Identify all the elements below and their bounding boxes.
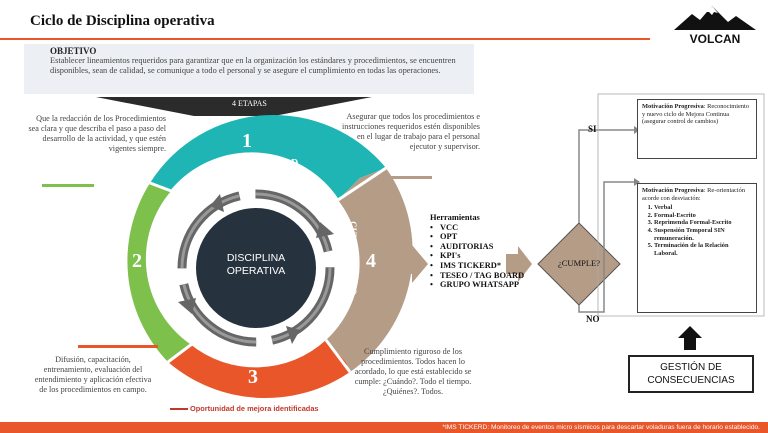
etapas-funnel (96, 97, 372, 116)
tool-item: AUDITORIAS (430, 242, 524, 252)
mp2-item: Reprimenda Formal-Escrito (654, 219, 752, 227)
tool-item: TESEO / TAG BOARD (430, 271, 524, 281)
stage-1-number: 1 (242, 130, 252, 152)
etapas-label: 4 ETAPAS (232, 99, 267, 108)
stage-4-name: CUMPLIMIENTO (348, 221, 358, 295)
orange-divider (78, 345, 158, 348)
objective-box (24, 44, 474, 94)
tool-item: OPT (430, 232, 524, 242)
center-disc (196, 208, 316, 328)
mp1-title: Motivación Progresiva (642, 103, 704, 110)
capacitacion-text: Difusión, capacitación, entrenamiento, e… (34, 355, 152, 394)
center-text: DISCIPLINA OPERATIVA (206, 252, 306, 278)
page-title: Ciclo de Disciplina operativa (30, 13, 215, 29)
segment-calidad (127, 183, 190, 362)
taupe-divider (384, 176, 432, 179)
stage-2-name: CALIDAD (152, 237, 162, 280)
decision-label: ¿CUMPLE? (557, 258, 601, 268)
segment-disponibilidad (150, 114, 386, 200)
arrow-to-tools (397, 245, 428, 283)
stage-3-name: CAPACITACIÓN (217, 348, 295, 359)
tool-item: VCC (430, 223, 524, 233)
segment-capacitacion (168, 340, 350, 399)
tool-item: IMS TICKERD* (430, 261, 524, 271)
cumplimiento-text: Asegurar que todos los procedimientos e … (341, 112, 480, 151)
stage-4-number: 4 (366, 250, 376, 272)
mp2-item: Suspensión Temporal SIN remuneración. (654, 227, 752, 242)
disponibilidad-text: Que la redacción de los Procedimientos s… (28, 114, 166, 153)
center-line-2: OPERATIVA (226, 265, 286, 277)
tool-item: KPI's (430, 251, 524, 261)
mp2-item: Terminación de la Relación Laboral. (654, 242, 752, 257)
center-line-1: DISCIPLINA (226, 252, 286, 264)
mp1-text: : Reconocimiento y nuevo ciclo de Mejora… (642, 103, 749, 126)
logo-text: VOLCAN (690, 32, 741, 46)
objective-text: Establecer lineamientos requeridos para … (50, 56, 456, 75)
gestion-line-1: GESTIÓN DE (660, 362, 722, 373)
stage-3-number: 3 (248, 366, 258, 388)
tool-item: GRUPO WHATSAPP (430, 280, 524, 290)
volcan-logo: VOLCAN (674, 6, 756, 46)
tools-label: Herramientas (430, 213, 480, 222)
green-divider (42, 184, 94, 187)
ejecucion-text: Cumplimiento riguroso de los procedimien… (354, 347, 472, 396)
si-label: SI (588, 124, 597, 134)
mp2-item: Verbal (654, 204, 752, 212)
segment-cumplimiento (326, 168, 413, 372)
no-label: NO (586, 314, 600, 324)
up-arrow (678, 326, 702, 350)
mp2-title: Motivación Progresiva (642, 187, 704, 194)
stage-2-number: 2 (132, 250, 142, 272)
motivation-corrective-box: Motivación Progresiva: Re-orientación ac… (637, 183, 757, 313)
footer-note: *IMS TICKERD: Monitoreo de eventos micro… (442, 424, 760, 431)
legend-swatch (170, 408, 188, 410)
footer-bar (0, 422, 768, 433)
legend-text: Oportunidad de mejora identificadas (190, 404, 319, 413)
motivation-positive-box: Motivación Progresiva: Reconocimiento y … (637, 99, 757, 159)
mp2-text: : Re-orientación acorde con desviación: (642, 187, 746, 202)
stage-1-name: DISPONIBILIDAD (213, 158, 299, 169)
gestion-consecuencias-box: GESTIÓN DE CONSECUENCIAS (628, 355, 754, 393)
tools-list: Herramientas VCC OPT AUDITORIAS KPI's IM… (430, 213, 524, 290)
title-rule (0, 38, 650, 40)
mp2-item: Formal-Escrito (654, 212, 752, 220)
objective-label: OBJETIVO (50, 46, 97, 56)
gestion-line-2: CONSECUENCIAS (647, 375, 735, 386)
